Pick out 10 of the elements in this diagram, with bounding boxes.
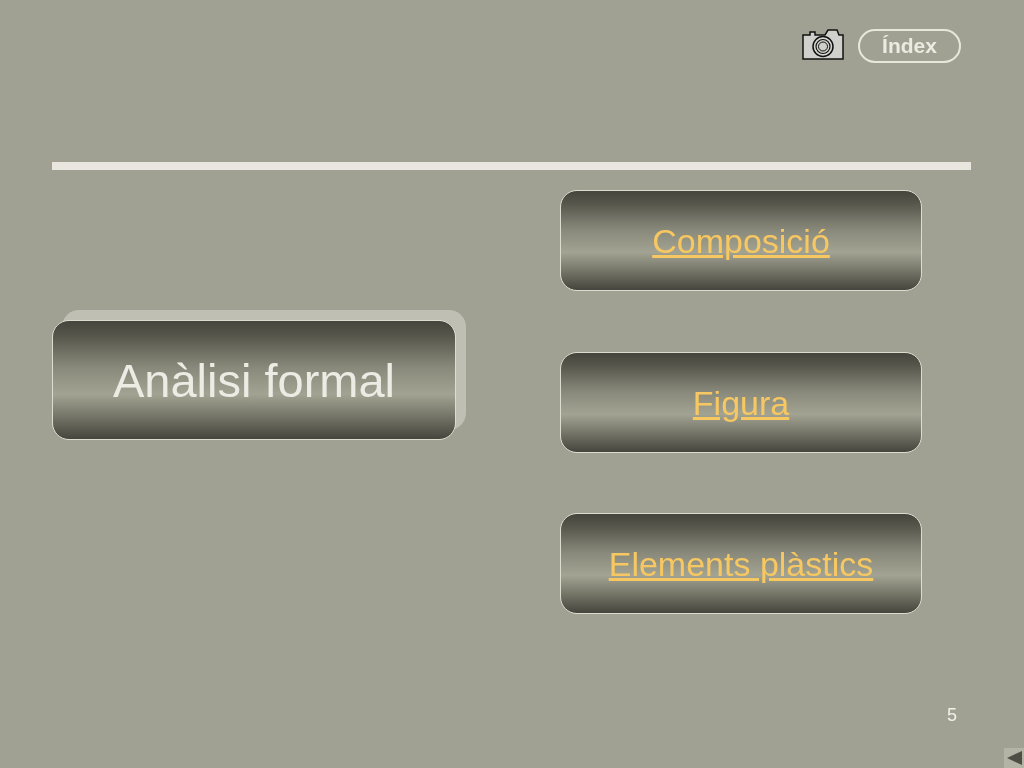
page-number: 5 — [947, 705, 957, 726]
nav-link: Figura — [692, 384, 790, 423]
title-box — [52, 320, 456, 440]
menu-box — [560, 190, 922, 291]
box-title: Anàlisi formal — [112, 352, 396, 408]
nav-link: Elements plàstics — [608, 545, 874, 584]
nav-link: Composició — [652, 222, 830, 261]
index-button: Índex — [858, 29, 961, 63]
menu-box — [560, 352, 922, 453]
menu-box — [560, 513, 922, 614]
